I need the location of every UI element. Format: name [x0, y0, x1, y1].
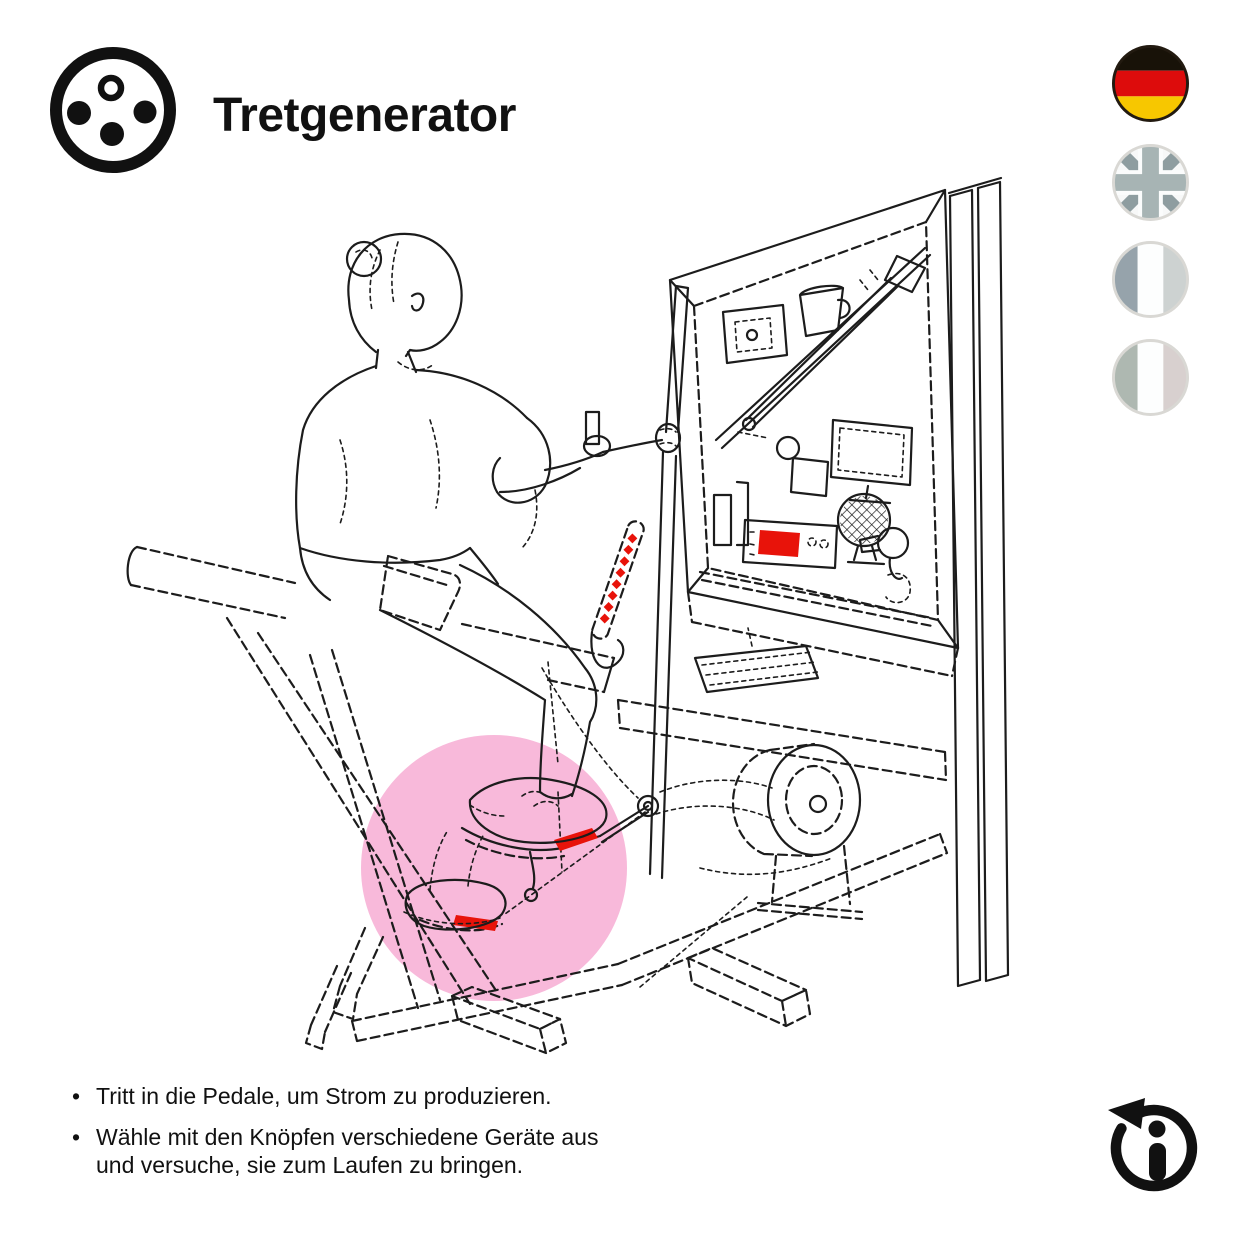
- pedal-buttons-icon: [50, 47, 176, 173]
- coffee-maker-icon: [775, 435, 830, 498]
- language-button-english[interactable]: [1111, 143, 1190, 222]
- hair-dryer-icon: [858, 526, 910, 580]
- monitor-icon: [829, 418, 914, 505]
- instruction-text: Tritt in die Pedale, um Strom zu produzi…: [96, 1083, 552, 1109]
- radio-icon: [741, 518, 839, 570]
- info-reset-button[interactable]: [1098, 1093, 1228, 1223]
- generator-drum: [655, 742, 864, 921]
- instruction-list: • Tritt in die Pedale, um Strom zu produ…: [72, 1082, 692, 1192]
- bottle-icon: [712, 480, 750, 547]
- generator-bench-frame: [126, 545, 949, 1055]
- bullet-dot: •: [72, 1124, 81, 1150]
- fan-icon: [836, 492, 892, 566]
- page-title: Tretgenerator: [213, 89, 516, 142]
- cabinet-devices: [712, 254, 927, 604]
- instruction-item: • Tritt in die Pedale, um Strom zu produ…: [72, 1082, 692, 1110]
- power-indicator-column: [584, 284, 690, 880]
- keyboard-shelf: [693, 627, 820, 694]
- power-level-lights: [599, 533, 638, 624]
- flag-france-icon: [1111, 240, 1190, 319]
- flag-united-kingdom-icon: [1111, 143, 1190, 222]
- language-button-german[interactable]: [1111, 44, 1190, 123]
- bullet-dot: •: [72, 1083, 81, 1109]
- instruction-text: Wähle mit den Knöpfen verschiedene Gerät…: [96, 1124, 599, 1178]
- desk-lamp-icon: [737, 254, 927, 439]
- radio-display-highlight: [758, 530, 800, 557]
- person-pedaling: [295, 232, 682, 931]
- cup-icon: [798, 284, 851, 338]
- language-button-french[interactable]: [1111, 240, 1190, 319]
- support-posts: [947, 176, 1010, 988]
- language-button-italian[interactable]: [1111, 338, 1190, 417]
- kettle-icon: [885, 572, 912, 604]
- flag-italy-icon: [1111, 338, 1190, 417]
- info-reset-icon: [1108, 1098, 1198, 1192]
- pedal-highlight-circle: [361, 735, 627, 1001]
- flag-germany-icon: [1111, 44, 1190, 123]
- instruction-item: • Wähle mit den Knöpfen verschiedene Ger…: [72, 1123, 692, 1179]
